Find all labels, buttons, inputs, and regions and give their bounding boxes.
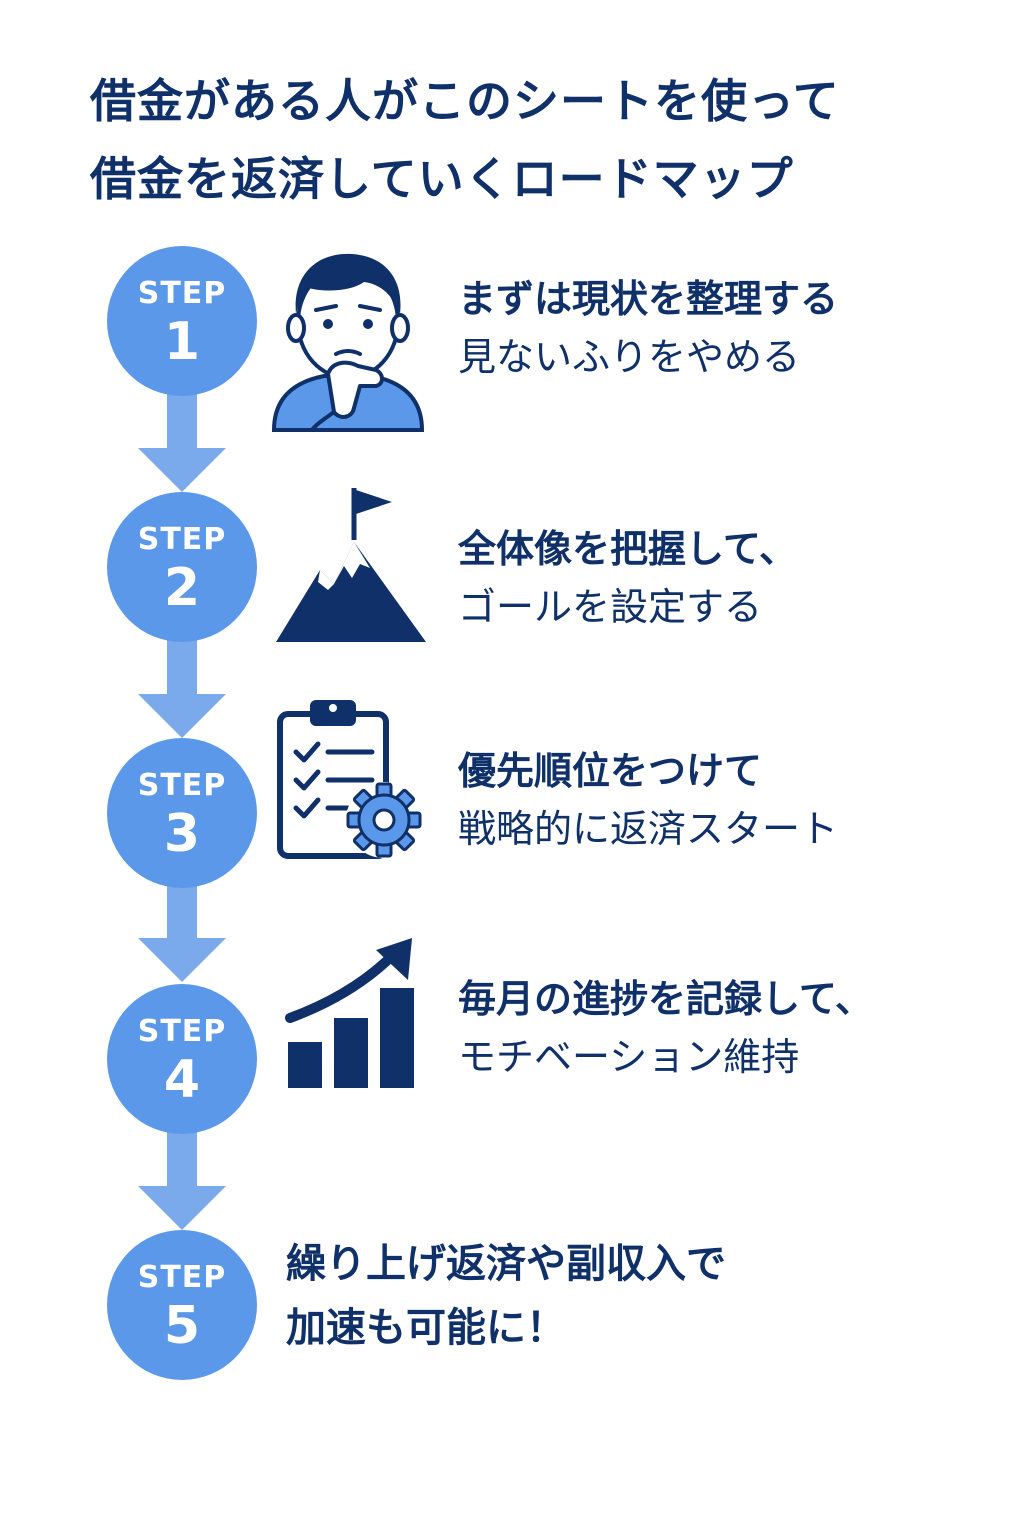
- step-3-line-2: 戦略的に返済スタート: [458, 807, 839, 851]
- step-3-circle: STEP 3: [107, 738, 257, 888]
- step-5-text: 繰り上げ返済や副収入で 加速も可能に！: [286, 1232, 726, 1360]
- step-1-line-1: まずは現状を整理する: [458, 277, 839, 321]
- step-1-circle: STEP 1: [107, 246, 257, 396]
- clipboard-gear-icon: [277, 700, 422, 859]
- growth-chart-icon: [285, 938, 414, 1088]
- step-4-text: 毎月の進捗を記録して、 モチベーション維持: [458, 970, 873, 1086]
- step-4-line-1: 毎月の進捗を記録して、: [458, 977, 873, 1021]
- step-1-number: 1: [163, 312, 201, 372]
- step-1-line-2: 見ないふりをやめる: [458, 335, 801, 379]
- step-4-line-2: モチベーション維持: [458, 1035, 800, 1079]
- step-4-circle: STEP 4: [107, 984, 257, 1134]
- step-2-line-2: ゴールを設定する: [458, 585, 763, 629]
- step-2-number: 2: [163, 558, 201, 618]
- arrow-connector-4-5: [138, 1130, 226, 1234]
- step-5-line-1: 繰り上げ返済や副収入で: [286, 1241, 726, 1287]
- step-4-number: 4: [163, 1050, 201, 1110]
- step-2-text: 全体像を把握して、 ゴールを設定する: [458, 520, 797, 636]
- step-5-line-2: 加速も可能に！: [286, 1305, 566, 1351]
- page-title: 借金がある人がこのシートを使って 借金を返済していくロードマップ: [90, 62, 990, 218]
- title-line-1: 借金がある人がこのシートを使って: [90, 74, 840, 128]
- step-4-label: STEP: [137, 1014, 227, 1049]
- step-3-number: 3: [163, 804, 201, 864]
- step-2-circle: STEP 2: [107, 492, 257, 642]
- step-1-text: まずは現状を整理する 見ないふりをやめる: [458, 270, 838, 386]
- arrow-connector-2-3: [138, 638, 226, 742]
- step-3-text: 優先順位をつけて 戦略的に返済スタート: [458, 742, 838, 858]
- mountain-flag-icon: [276, 488, 426, 642]
- step-5-number: 5: [163, 1296, 201, 1356]
- step-3-line-1: 優先順位をつけて: [458, 749, 763, 793]
- thinking-person-icon: [272, 253, 424, 432]
- step-2-line-1: 全体像を把握して、: [458, 527, 797, 571]
- step-3-label: STEP: [137, 768, 227, 803]
- arrow-connector-3-4: [138, 882, 226, 986]
- step-2-label: STEP: [137, 522, 227, 557]
- step-5-circle: STEP 5: [107, 1230, 257, 1380]
- arrow-connector-1-2: [138, 392, 226, 496]
- title-line-2: 借金を返済していくロードマップ: [90, 152, 794, 206]
- step-5-label: STEP: [137, 1260, 227, 1295]
- step-1-label: STEP: [137, 276, 227, 311]
